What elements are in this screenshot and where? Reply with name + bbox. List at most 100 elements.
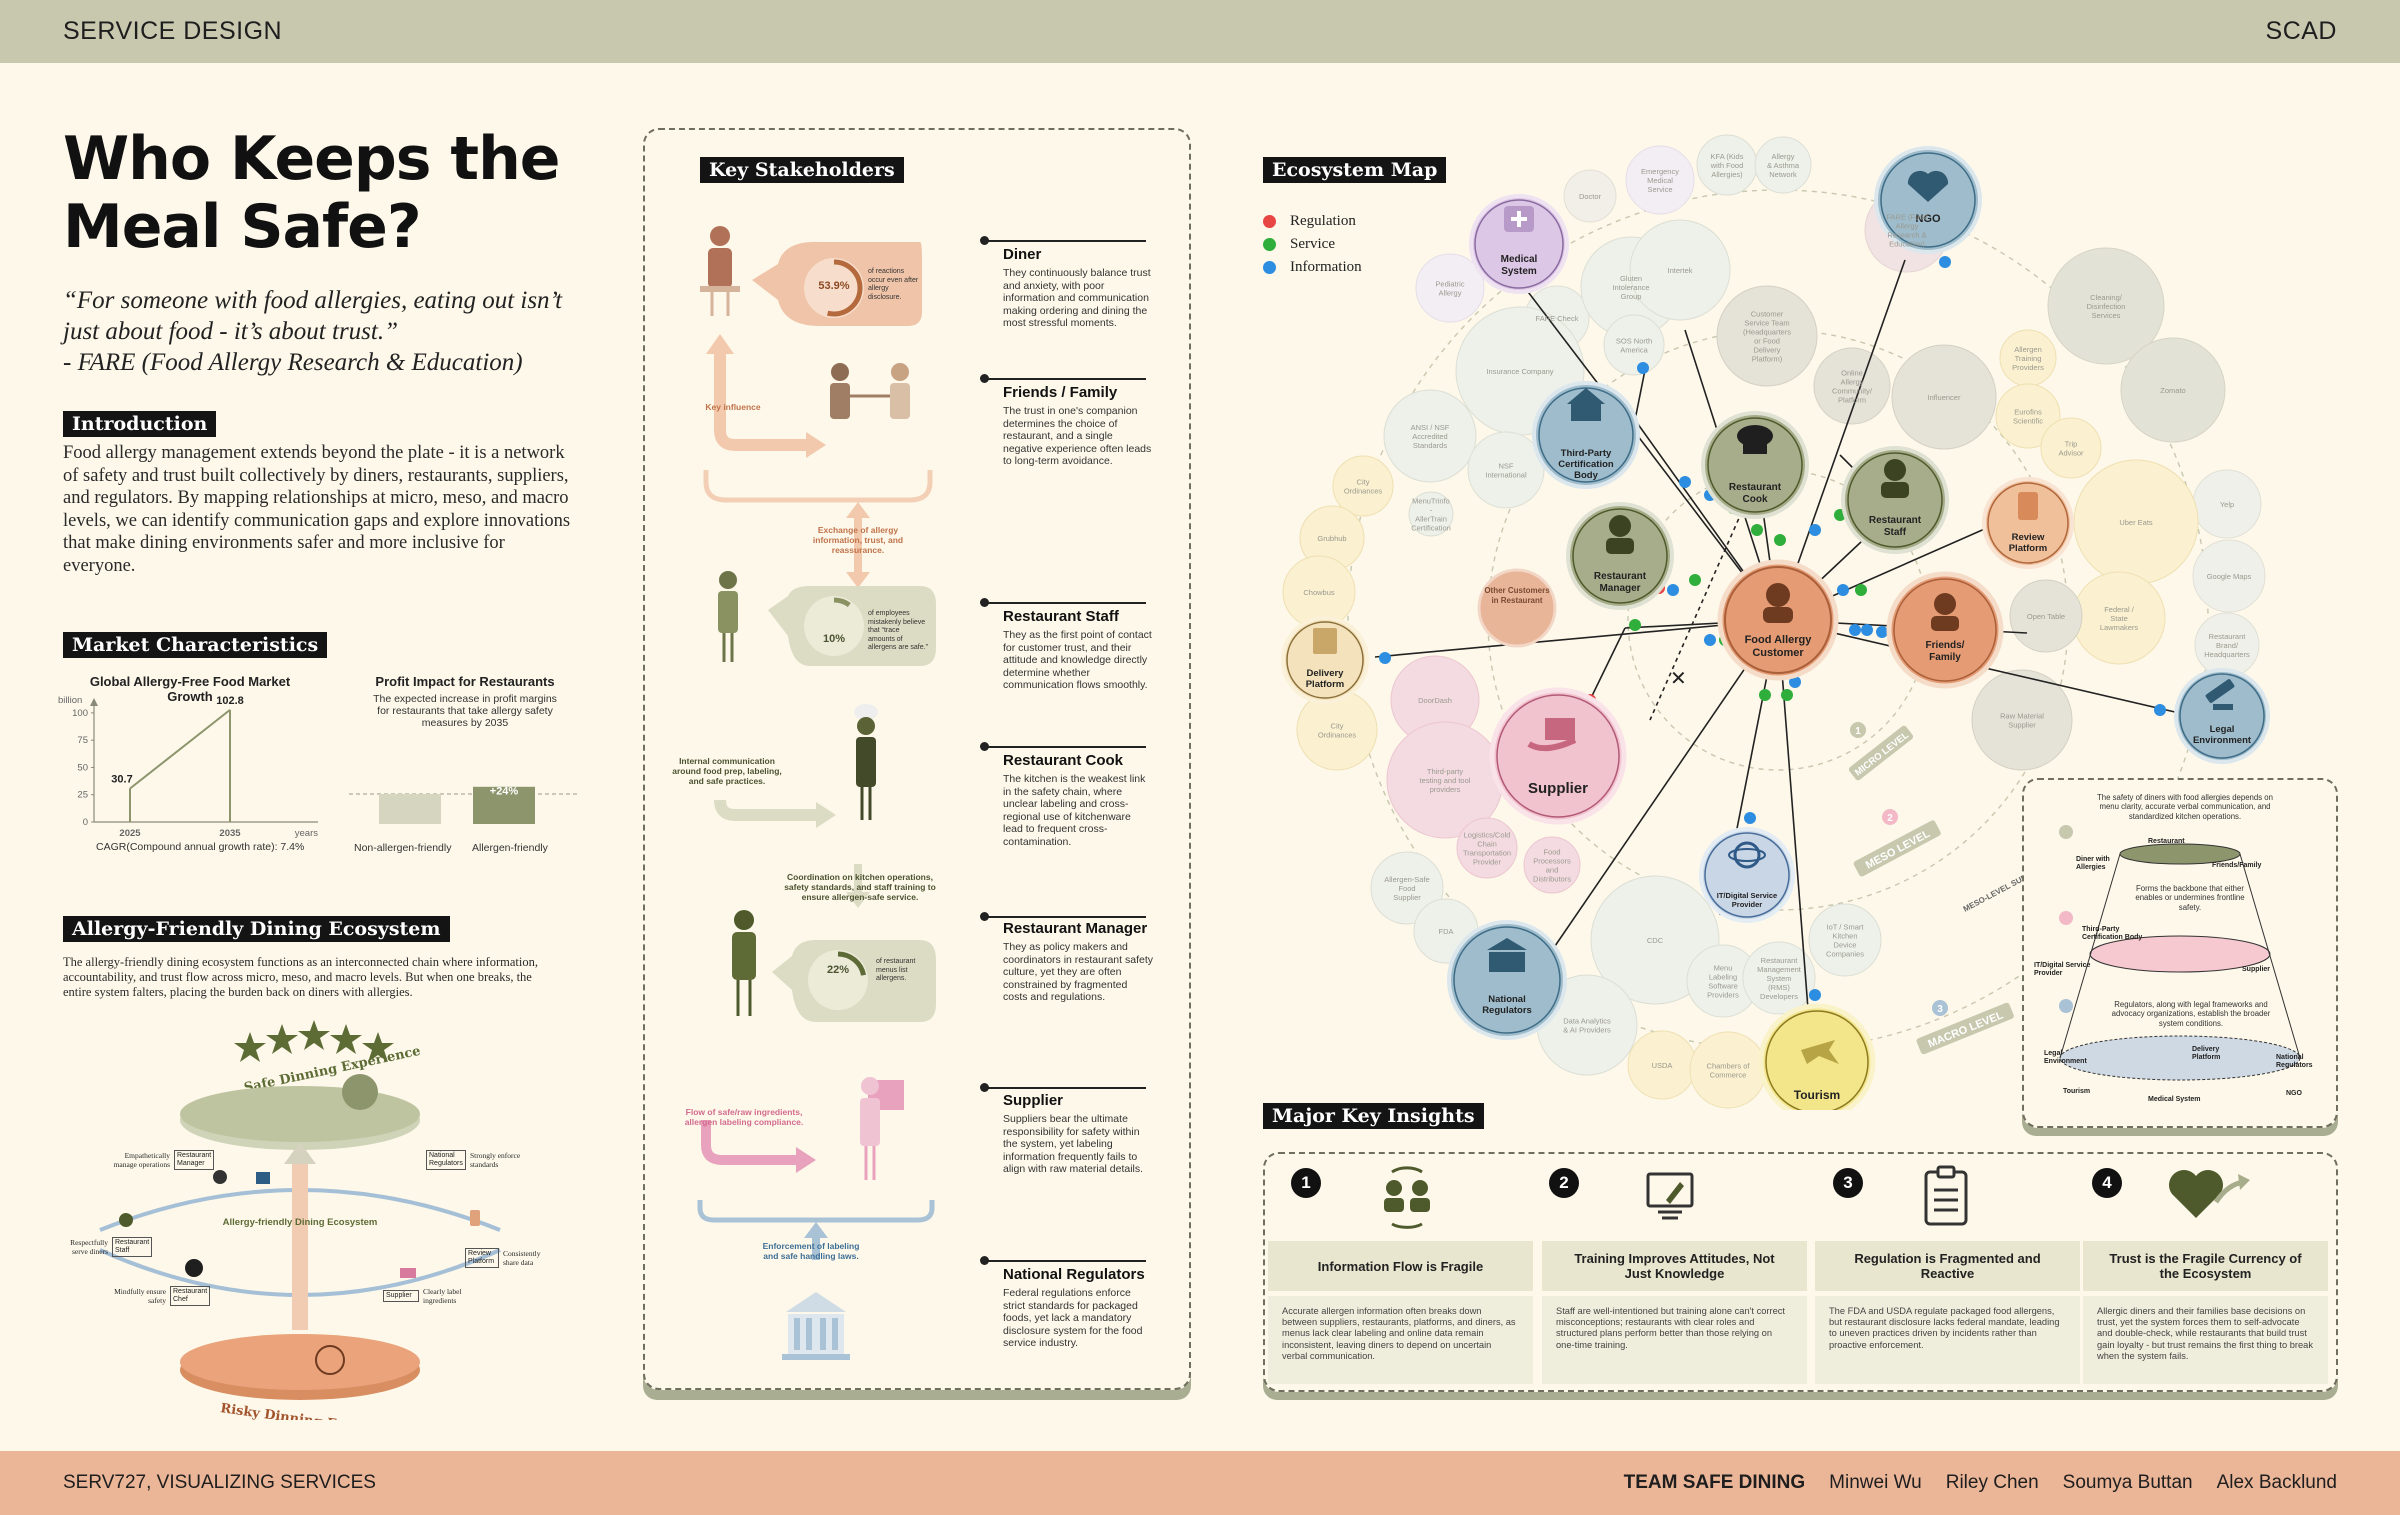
stakeholder-desc: Federal regulations enforce strict stand… bbox=[1003, 1287, 1143, 1349]
node-third-party bbox=[1532, 381, 1640, 489]
minor-actor-label: DoorDash bbox=[1418, 696, 1452, 705]
minor-actor-label: FDA bbox=[1439, 927, 1454, 936]
gavel-icon bbox=[2205, 679, 2235, 703]
stakeholder-desc: They as the first point of contact for c… bbox=[1003, 629, 1152, 691]
insight-2-number: 2 bbox=[1549, 1168, 1579, 1198]
cone-label-medical: Medical System bbox=[2148, 1096, 2201, 1103]
cone-note-2: Forms the backbone that either enables o… bbox=[2135, 884, 2245, 912]
node-review-platform bbox=[1982, 477, 2074, 569]
ecosystem-map: ✕ MICRO LEVEL 1 MESO LEVEL 2 MACRO LEVEL… bbox=[1281, 134, 2270, 1110]
node-food-allergy-customer bbox=[1717, 559, 1839, 681]
people-cycle-icon bbox=[1384, 1166, 1430, 1229]
chef-hat-icon bbox=[1737, 425, 1773, 447]
legend-dot-green bbox=[1263, 238, 1276, 251]
header-right: SCAD bbox=[2265, 17, 2337, 45]
airplane-icon bbox=[1801, 1040, 1839, 1064]
growth-ytick: 75 bbox=[77, 735, 88, 746]
connection-dot bbox=[1759, 689, 1771, 701]
stakeholder-name: Restaurant Manager bbox=[1003, 920, 1148, 937]
minor-actor-label: Yelp bbox=[2220, 500, 2234, 509]
growth-value-label: 30.7 bbox=[111, 774, 132, 786]
bank-icon bbox=[1487, 938, 1527, 950]
review-icon bbox=[470, 1210, 480, 1226]
profit-badge: +24% bbox=[490, 785, 519, 797]
connection-dot bbox=[1629, 619, 1641, 631]
insights-heading: Major Key Insights bbox=[1263, 1103, 1484, 1129]
pair-6-verb: Clearly label ingredients bbox=[423, 1287, 462, 1305]
connection-dot bbox=[1861, 624, 1873, 636]
node-restaurant-cook bbox=[1701, 411, 1809, 519]
level-num-3: 3 bbox=[1937, 1004, 1943, 1015]
profit-chart: +24% bbox=[349, 785, 577, 824]
clipboard-icon bbox=[1924, 1165, 1968, 1226]
pair-1-who: Restaurant Manager bbox=[174, 1150, 214, 1170]
bracket-2 bbox=[697, 1200, 935, 1223]
stakeholder-name: Supplier bbox=[1003, 1092, 1064, 1109]
pair-1: Empathetically manage operations Restaur… bbox=[100, 1150, 214, 1170]
footer-bar: SERV727, VISUALIZING SERVICES TEAM SAFE … bbox=[0, 1451, 2400, 1515]
profit-label-1: Non-allergen-friendly bbox=[354, 842, 452, 854]
member-2: Riley Chen bbox=[1945, 1472, 2039, 1493]
insight-1-desc: Accurate allergen information often brea… bbox=[1268, 1296, 1533, 1384]
pair-5-verb: Mindfully ensure safety bbox=[114, 1287, 166, 1305]
legend-label: Regulation bbox=[1290, 213, 1356, 229]
cone-label-tp: Third-Party Certification Body bbox=[2082, 926, 2143, 941]
cone-label-tourism: Tourism bbox=[2063, 1088, 2091, 1095]
insight-3-title: Regulation is Fragmented and Reactive bbox=[1815, 1241, 2080, 1291]
cone-label-diner: Diner with Allergies bbox=[2076, 856, 2110, 871]
stakeholder-regulators: National Regulators Federal regulations … bbox=[1003, 1266, 1153, 1350]
ecosystem-text: The allergy-friendly dining ecosystem fu… bbox=[63, 955, 538, 999]
stakeholder-illustrations bbox=[697, 226, 936, 1360]
node-delivery-platform bbox=[1281, 616, 1369, 704]
cone-note-1: The safety of diners with food allergies… bbox=[2097, 793, 2273, 821]
stakeholder-diner: Diner They continuously balance trust an… bbox=[1003, 246, 1153, 330]
connection-dot bbox=[1744, 812, 1756, 824]
profit-chart-sub: The expected increase in profit margins … bbox=[373, 693, 557, 729]
house-check-icon bbox=[1567, 388, 1605, 404]
ecosystem-heading: Allergy-Friendly Dining Ecosystem bbox=[63, 916, 450, 942]
footer-team: TEAM SAFE DINING Minwei Wu Riley Chen So… bbox=[1624, 1472, 2337, 1494]
connection-dot bbox=[1667, 584, 1679, 596]
minor-actor-label: Data Analytics& AI Providers bbox=[1563, 1017, 1611, 1035]
growth-ytick: 50 bbox=[77, 762, 88, 773]
stat-bubble-3 bbox=[772, 940, 936, 1022]
insight-3-desc: The FDA and USDA regulate packaged food … bbox=[1815, 1296, 2080, 1384]
minor-actor-label: Zomato bbox=[2160, 386, 2185, 395]
cone-label-friends: Friends/Family bbox=[2212, 862, 2262, 869]
table-icon bbox=[342, 1074, 378, 1110]
growth-y-unit: billion bbox=[58, 695, 82, 706]
insight-1-title: Information Flow is Fragile bbox=[1268, 1241, 1533, 1291]
cook-figure bbox=[854, 704, 878, 820]
connection-dot bbox=[1809, 524, 1821, 536]
legend-information: Information bbox=[1263, 259, 1362, 276]
stakeholder-desc: The kitchen is the weakest link in the s… bbox=[1003, 773, 1146, 848]
stakeholder-staff: Restaurant Staff They as the first point… bbox=[1003, 608, 1153, 692]
stat-ring-2 bbox=[805, 597, 863, 655]
connection-dot bbox=[1939, 256, 1951, 268]
cone-label-it: IT/Digital Service Provider bbox=[2034, 962, 2091, 977]
stakeholder-manager: Restaurant Manager They as policy makers… bbox=[1003, 920, 1153, 1004]
label-supplier: Supplier bbox=[1528, 780, 1588, 797]
node-supplier bbox=[1489, 687, 1627, 825]
hero-quote: “For someone with food allergies, eating… bbox=[63, 285, 593, 378]
connection-dot bbox=[1837, 584, 1849, 596]
minor-actor-label: CDC bbox=[1647, 936, 1664, 945]
member-4: Alex Backlund bbox=[2216, 1472, 2337, 1493]
connection-dot bbox=[1789, 676, 1801, 688]
